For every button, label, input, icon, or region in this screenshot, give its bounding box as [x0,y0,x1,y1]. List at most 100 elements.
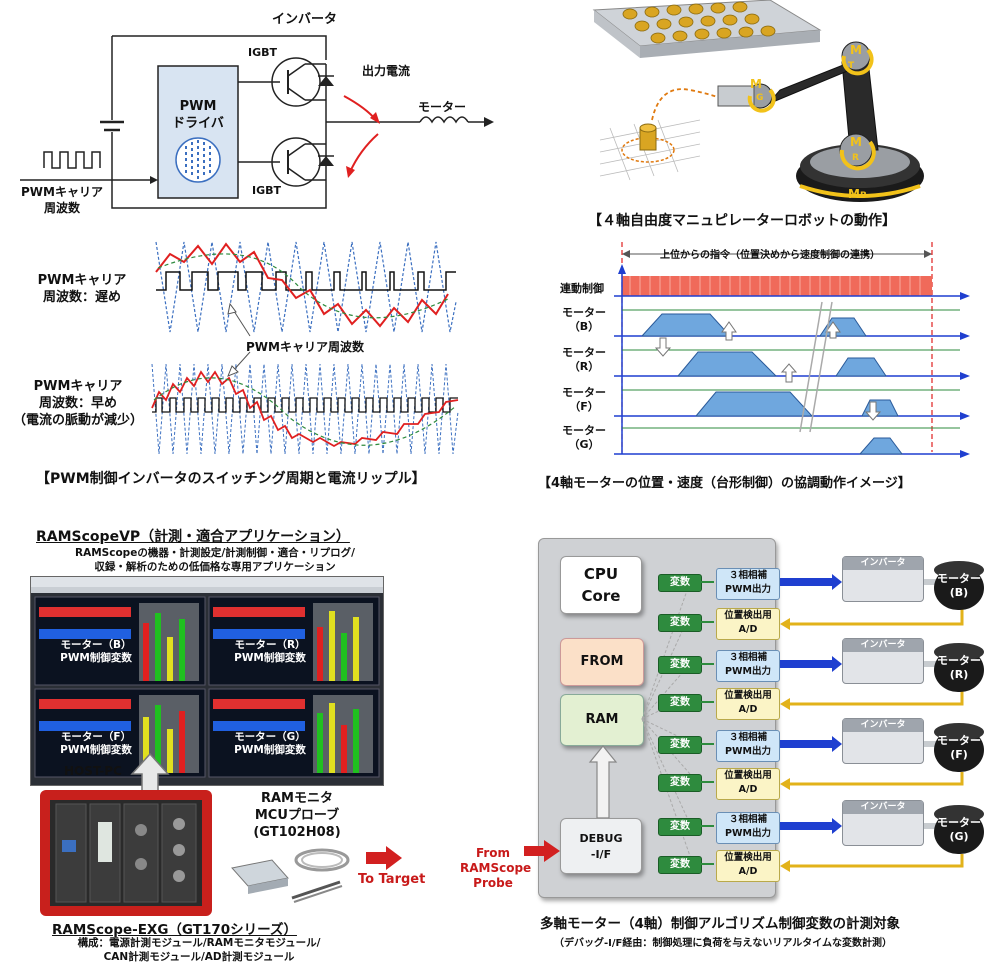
pwm-out-b-line2: PWM出力 [725,584,771,595]
motor-g-icon [934,805,984,854]
timing-chart [614,242,970,458]
motor-g-label: モーター(G) [930,816,988,844]
inverter-f-label: インバータ [843,719,923,732]
row-motor-b: モーター （B） [556,306,612,334]
robot-caption: 【４軸自由度マニュピレーターロボットの動作】 [588,213,896,229]
axis-label-b: B [860,191,867,201]
motor-b-line1: モーター [937,572,981,585]
debug-line1: DEBUG [579,832,623,845]
pwm-out-g: ３相相補 PWM出力 [716,812,780,844]
slow-line1: PWMキャリア [37,273,127,288]
pwm-out-g-line2: PWM出力 [725,828,771,839]
var-pwm-f: 変数 [658,736,702,754]
ram-monitor-line1: RAMモニタ [260,791,333,806]
from-probe-label: From RAMScope Probe [460,846,531,891]
motor-r-line2: (R) [949,668,969,681]
axis-label-r: R [852,153,859,163]
panel-b-line2: PWM制御変数 [60,652,132,664]
app-toolbar [31,587,383,593]
app-screenshot: モーター（B） PWM制御変数 モーター（R） PWM制御変数 モーター（F） … [30,576,384,786]
igbt-bottom-symbol [271,137,334,187]
switching-diagram: PWMキャリア 周波数：遅め PWMキャリア周波数 PWMキャリア 周波数：早め… [0,232,520,492]
pwm-out-b: ３相相補 PWM出力 [716,568,780,600]
ramscope-title: RAMScopeVP（計測・適合アプリケーション） [36,529,350,545]
panel-g-line1: モーター（G） [234,731,306,743]
panel-f-line1: モーター（F） [60,731,132,743]
exg-desc: 構成：電源計測モジュール/RAMモニタモジュール/ CAN計測モジュール/AD計… [54,936,344,964]
signal-wires [700,574,964,872]
motor-f-line2: (F) [950,748,968,761]
axis-label-m3: M [850,135,862,149]
panel-r-line2: PWM制御変数 [234,652,306,664]
motor-b: モーター(B) [930,556,988,614]
fast-line3: （電流の脈動が減少） [12,413,143,428]
probe-device-image [231,848,350,903]
app-titlebar [31,577,383,587]
row-sync-label: 連動制御 [560,282,604,295]
ad-in-g-line2: A/D [738,866,758,877]
from-probe-line3: Probe [473,876,513,890]
panel-f-label: モーター（F） PWM制御変数 [53,731,139,757]
motor-b-icon [934,561,984,610]
panel-b-label: モーター（B） PWM制御変数 [53,639,139,665]
output-current-label: 出力電流 [362,64,411,78]
panel-g-line2: PWM制御変数 [234,744,306,756]
ram-block: RAM [560,694,644,746]
igbt-top-symbol [271,57,334,107]
axis-label-g: G [756,93,763,103]
pwm-out-b-line1: ３相相補 [728,570,767,581]
var-ad-f: 変数 [658,774,702,792]
var-pwm-g: 変数 [658,818,702,836]
fast-line1: PWMキャリア [33,379,123,394]
inverter-box-f: インバータ [842,718,924,764]
pwm-out-f-line1: ３相相補 [728,732,767,743]
var-ad-g: 変数 [658,856,702,874]
slow-line2: 周波数：遅め [42,290,121,305]
exg-hardware [40,790,212,916]
axis-label-m4: M [848,187,860,201]
row-motor-r-line2: （R） [568,360,600,373]
timing-header: 上位からの指令（位置決めから速度制御の連携） [660,250,880,261]
timing-diagram: 上位からの指令（位置決めから速度制御の連携） 連動制御 モーター （B） モータ… [530,232,1000,494]
var-pwm-b: 変数 [658,574,702,592]
debug-if-block: DEBUG -I/F [560,818,642,874]
var-pwm-r: 変数 [658,656,702,674]
exg-desc2: CAN計測モジュール/AD計測モジュール [103,951,295,963]
app-panels [34,596,380,778]
inverter-title: インバータ [272,12,338,27]
pwm-out-r-line1: ３相相補 [728,652,767,663]
exg-title: RAMScope-EXG（GT170シリーズ） [52,922,297,938]
inverter-g-label: インバータ [843,801,923,814]
ram-monitor-line3: (GT102H08) [253,825,341,840]
panel-g-label: モーター（G） PWM制御変数 [227,731,313,757]
row-motor-r: モーター （R） [556,346,612,374]
pwm-out-g-line1: ３相相補 [728,814,767,825]
igbt-bottom-label: IGBT [252,184,282,197]
row-motor-r-line1: モーター [562,346,606,359]
carrier-freq-label: PWMキャリア 周波数 [14,184,110,216]
row-motor-g-line2: （G） [568,438,600,451]
from-label: FROM [580,654,624,669]
ramscope-desc: RAMScopeの機器・計測設定/計測制御・適合・リプログ/ 収録・解析のための… [30,546,400,574]
motor-g-line2: (G) [949,830,969,843]
cpu-line1: CPU [583,565,619,583]
robot-illustration: M T M G M R M B [592,0,924,202]
fast-carrier-label: PWMキャリア 周波数：早め （電流の脈動が減少） [6,378,150,429]
motor-r-icon [934,643,984,692]
slow-carrier-label: PWMキャリア 周波数：遅め [20,272,144,306]
panel-r-line1: モーター（R） [234,639,306,651]
pwm-out-f-line2: PWM出力 [725,746,771,757]
pwm-driver-label: PWM ドライバ [158,98,238,132]
carrier-line2: 周波数 [43,201,80,215]
igbt-top-label: IGBT [248,46,278,59]
ad-in-f-line1: 位置検出用 [724,770,772,781]
ad-in-b-line1: 位置検出用 [724,610,772,621]
row-motor-f-line2: （F） [569,400,599,413]
row-motor-b-line2: （B） [568,320,600,333]
ad-in-r-line2: A/D [738,704,758,715]
ramscope-desc2: 収録・解析のための低価格な専用アプリケーション [94,561,336,573]
ad-in-f-line2: A/D [738,784,758,795]
